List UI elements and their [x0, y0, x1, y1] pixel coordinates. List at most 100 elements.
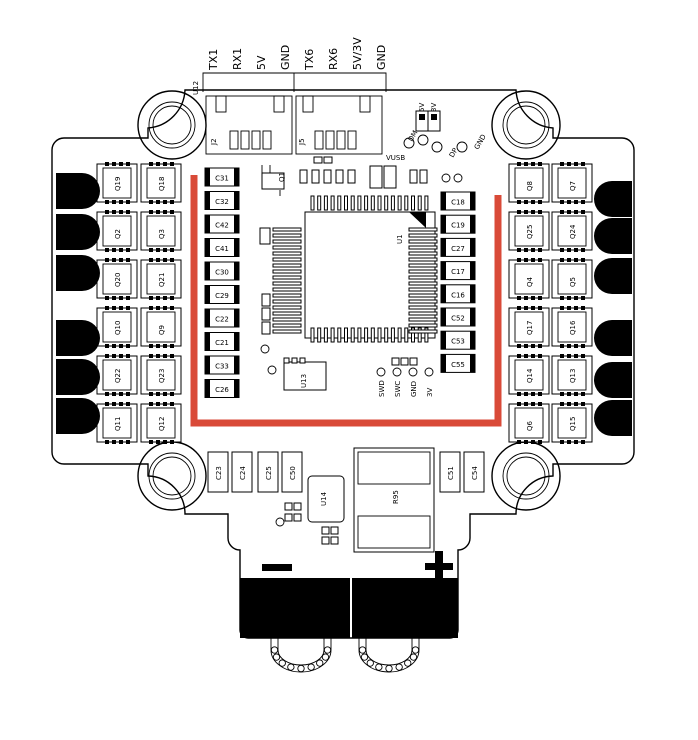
cap-label: C27 [451, 245, 465, 253]
swd-label-swd: SWD [378, 380, 386, 397]
pin-label-rx6: RX6 [327, 48, 340, 70]
pin-label-5v-3v: 5V/3V [351, 37, 364, 70]
cap-label: C26 [215, 386, 229, 394]
q1-regulator: Q1 [261, 165, 286, 196]
vusb-label: VUSB [386, 154, 405, 162]
mosfet-label: Q23 [158, 369, 166, 383]
cap-label: C17 [451, 268, 465, 276]
cap-c55: C55 [440, 353, 476, 373]
mounting-hole-top-left [137, 90, 207, 160]
mosfet-q11: Q11 [96, 402, 138, 444]
mosfet-q23: Q23 [140, 354, 182, 396]
usb-pad-dp [431, 141, 443, 153]
plus-sign-icon [425, 551, 453, 579]
mosfet-label: Q24 [569, 224, 577, 239]
power-pads [240, 551, 458, 638]
mosfet-q20: Q20 [96, 258, 138, 300]
cap-c16: C16 [440, 284, 476, 304]
mosfet-label: Q2 [114, 229, 122, 239]
mosfet-label: Q11 [114, 417, 122, 431]
mosfet-q6: Q6 [508, 402, 550, 444]
motor-pad-left-3 [56, 255, 100, 291]
cap-c29: C29 [204, 285, 240, 304]
cap-c31: C31 [204, 167, 240, 187]
mounting-hole-top-right [491, 90, 561, 160]
mosfet-q16: Q16 [551, 306, 593, 348]
cap-c24: C24 [239, 466, 247, 480]
jumper-label-5v: 5V [418, 103, 426, 112]
mosfet-label: Q12 [158, 417, 166, 431]
q1-label: Q1 [278, 172, 286, 182]
motor-pad-right-3 [594, 258, 632, 294]
mosfet-label: Q18 [158, 177, 166, 191]
mosfet-q25: Q25 [508, 210, 550, 252]
mosfet-q12: Q12 [140, 402, 182, 444]
usb-dp-label: DP [448, 147, 460, 159]
cap-label: C32 [215, 198, 229, 206]
connector-j2: J2 [205, 95, 293, 155]
mosfet-label: Q14 [526, 368, 534, 383]
mosfet-q18: Q18 [140, 162, 182, 204]
swd-label-gnd: GND [410, 381, 418, 397]
mosfet-q7: Q7 [551, 162, 593, 204]
motor-pad-left-4 [56, 320, 100, 356]
cap-label: C55 [451, 361, 465, 369]
cap-c42: C42 [204, 214, 240, 234]
battery-positive-pad [352, 578, 458, 638]
cap-label: C22 [215, 316, 229, 324]
header-ref-label: U12 [192, 81, 200, 95]
mcu-u1: U1 [304, 211, 436, 339]
cap-label: C18 [451, 199, 465, 207]
uart-header: U12 [192, 72, 387, 95]
motor-pad-left-1 [56, 173, 100, 209]
cap-c21: C21 [204, 332, 240, 351]
mcu-pins [272, 195, 438, 343]
cap-c25: C25 [265, 466, 273, 480]
mosfet-q13: Q13 [551, 354, 593, 396]
capacitors-bottom: C23 C24 C25 C50 C51 C54 [207, 451, 485, 493]
cap-c17: C17 [440, 261, 476, 281]
cap-c19: C19 [440, 214, 476, 234]
mosfet-label: Q8 [526, 181, 534, 191]
cap-c23: C23 [215, 466, 223, 480]
mosfet-label: Q5 [569, 277, 577, 287]
cap-label: C16 [451, 291, 465, 299]
battery-negative-pad [240, 578, 350, 638]
mosfet-q19: Q19 [96, 162, 138, 204]
swd-label-3v: 3V [426, 388, 434, 397]
motor-pad-right-4 [594, 320, 632, 356]
cap-c30: C30 [204, 261, 240, 281]
cap-c52: C52 [440, 307, 476, 327]
cap-label: C52 [451, 315, 465, 323]
motor-pad-left-2 [56, 214, 100, 250]
cap-c53: C53 [440, 330, 476, 350]
cap-c22: C22 [204, 308, 240, 328]
cap-c54: C54 [471, 466, 479, 480]
mosfet-q2: Q2 [96, 210, 138, 252]
motor-pads [56, 173, 632, 436]
keep-out-frame [190, 175, 502, 427]
mosfet-label: Q21 [158, 273, 166, 287]
mosfet-q8: Q8 [508, 162, 550, 204]
usb-pads: DM DP GND VUSB [386, 129, 488, 183]
connector-j5: J5 [295, 95, 383, 155]
cap-label: C33 [215, 363, 229, 371]
mosfet-label: Q20 [114, 273, 122, 287]
mosfet-q9: Q9 [140, 306, 182, 348]
mosfet-q21: Q21 [140, 258, 182, 300]
u13-label: U13 [300, 374, 308, 388]
cap-c33: C33 [204, 355, 240, 375]
cap-label: C21 [215, 339, 229, 347]
mosfet-label: Q9 [158, 325, 166, 335]
cap-label: C41 [215, 245, 229, 253]
usb-pad-dm [403, 137, 415, 149]
pin-label-5v: 5V [255, 55, 268, 70]
voltage-jumper: 3V 5V [415, 103, 441, 132]
battery-lead-holes [270, 628, 420, 673]
cap-c18: C18 [440, 191, 476, 211]
u13-chip: U13 [283, 357, 327, 391]
